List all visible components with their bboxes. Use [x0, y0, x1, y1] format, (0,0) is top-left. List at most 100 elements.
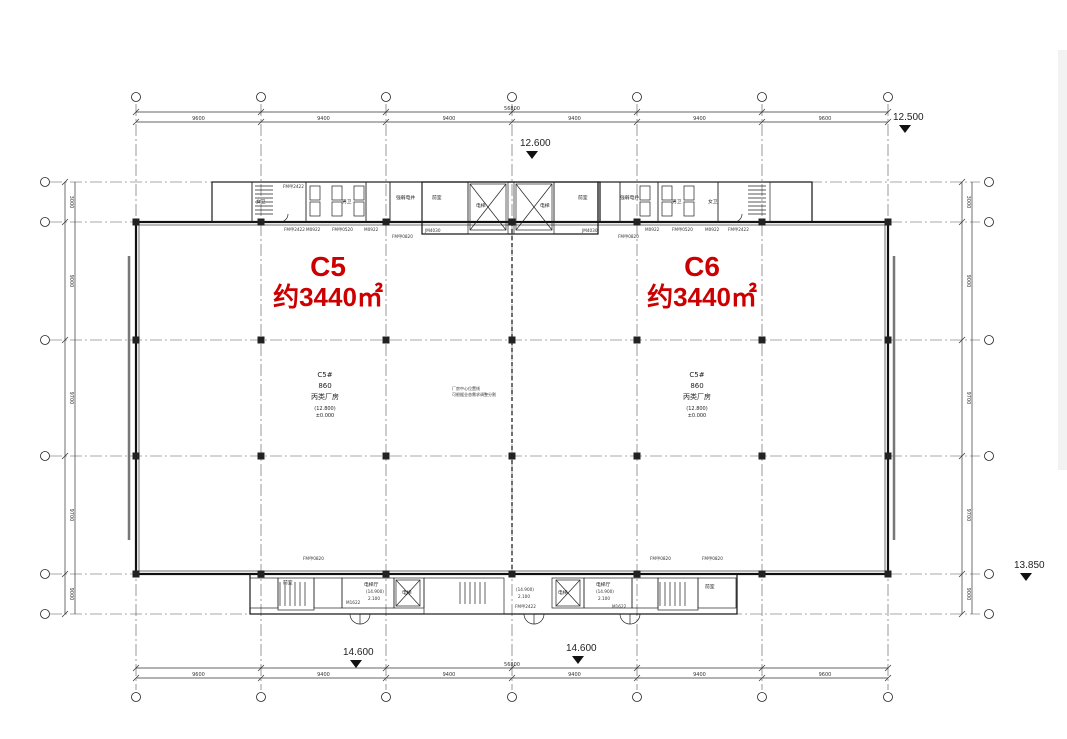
dimension-tick	[132, 118, 140, 126]
unit-tag: C5#	[317, 371, 333, 379]
door-tag: FM甲0820	[650, 556, 671, 562]
structural-column	[508, 570, 516, 578]
door-tag: FM甲0820	[392, 234, 413, 240]
core-room	[423, 577, 505, 615]
structural-column	[132, 570, 140, 578]
room-label: 前室	[705, 583, 715, 590]
elevation-top-right: 12.500	[893, 112, 924, 123]
door-swing	[523, 613, 535, 625]
unit-title-c6: C6 约3440㎡	[622, 252, 782, 313]
toilet-stall	[353, 185, 365, 201]
dimension-tick	[884, 664, 892, 672]
structural-column	[884, 570, 892, 578]
axis-bubble-bottom	[381, 692, 391, 702]
bay-dimension-label-vertical: 3000	[68, 196, 74, 209]
core-room	[717, 181, 771, 223]
door-swing	[629, 613, 641, 625]
unit-tag: C5#	[689, 371, 705, 379]
bay-dimension-label: 9600	[819, 116, 832, 122]
core-room	[421, 181, 469, 223]
toilet-stall	[639, 201, 651, 217]
structural-column	[633, 336, 641, 344]
room-label: 男卫	[672, 199, 682, 205]
toilet-stall	[309, 185, 321, 201]
axis-bubbles	[40, 92, 994, 702]
level-annotation: 2.100	[368, 596, 380, 601]
dimension-tick	[884, 674, 892, 682]
axis-bubble-circle	[381, 92, 391, 102]
building-walls	[127, 181, 896, 615]
structural-column	[884, 452, 892, 460]
structural-column	[382, 570, 390, 578]
dimension-tick	[61, 218, 69, 226]
structural-column	[633, 570, 641, 578]
axis-bubble-left	[40, 217, 50, 227]
elevation-right: 13.850	[1014, 560, 1045, 571]
dimension-tick	[958, 218, 966, 226]
door-swing	[359, 613, 371, 625]
room-label: 电梯	[402, 589, 412, 596]
axis-bubble-circle	[757, 692, 767, 702]
bay-dimension-label: 9400	[693, 672, 706, 678]
axis-bubble-circle	[984, 569, 994, 579]
level-annotation: (14.900)	[516, 587, 534, 592]
door-tag: FM甲0520	[332, 227, 353, 233]
dimension-tick	[257, 674, 265, 682]
room-label: 女卫	[708, 198, 718, 205]
axis-bubble-circle	[40, 609, 50, 619]
door-tag: M1622	[612, 604, 627, 609]
core-room	[597, 181, 621, 223]
dimension-tick	[132, 664, 140, 672]
elevation-marker-bottom-center	[572, 656, 584, 664]
door-tag: FM甲2422	[283, 184, 304, 190]
top-core-outline-b	[421, 181, 599, 235]
room-label: 强弱电井	[396, 194, 415, 201]
axis-bubble-left	[40, 451, 50, 461]
elevation-bottom-center: 14.600	[566, 643, 597, 654]
toilet-stall	[331, 201, 343, 217]
axis-bubble-top	[256, 92, 266, 102]
door-swing	[349, 613, 361, 625]
axis-bubble-left	[40, 177, 50, 187]
dimension-tick	[382, 108, 390, 116]
dimension-tick	[132, 674, 140, 682]
bay-dimension-label-vertical: 9700	[68, 509, 74, 522]
structural-column	[758, 452, 766, 460]
structural-column	[884, 336, 892, 344]
center-division-note: 厂房中心位置线 可根据业态需求调整分割	[452, 386, 496, 397]
bay-dimension-label-vertical: 9000	[965, 275, 971, 288]
axis-bubble-bottom	[883, 692, 893, 702]
door-tag: JM4030	[424, 228, 441, 233]
axis-bubble-circle	[40, 177, 50, 187]
unit-area: 约3440㎡	[273, 282, 383, 312]
toilet-stall	[353, 201, 365, 217]
axis-bubble-circle	[507, 692, 517, 702]
axis-bubble-bottom	[632, 692, 642, 702]
service-cores	[211, 181, 771, 625]
dimension-tick	[61, 452, 69, 460]
elevation-marker-right	[1020, 573, 1032, 581]
room-label: 前室	[432, 194, 442, 201]
bay-dimension-label-vertical: 9000	[965, 588, 971, 601]
grid-lines	[50, 104, 980, 690]
door-tag: FM甲2422	[284, 227, 305, 233]
axis-bubble-circle	[984, 217, 994, 227]
bay-dimension-label-vertical: 3000	[965, 196, 971, 209]
door-tag: FM甲2422	[515, 604, 536, 610]
dimension-tick	[758, 118, 766, 126]
elevator-shaft	[395, 579, 421, 607]
bay-dimension-label-vertical: 9000	[68, 275, 74, 288]
bay-dimension-label: 9400	[317, 672, 330, 678]
structural-column	[508, 336, 516, 344]
core-room	[631, 577, 659, 609]
door-swing	[619, 613, 631, 625]
structural-column	[508, 452, 516, 460]
axis-bubble-bottom	[256, 692, 266, 702]
dimension-tick	[633, 108, 641, 116]
unit-number: 860	[690, 382, 704, 390]
unit-label-c6: C5# 860 丙类厂房 (12.800) ±0.000	[662, 370, 732, 419]
axis-bubble-circle	[984, 335, 994, 345]
axis-bubble-circle	[40, 335, 50, 345]
